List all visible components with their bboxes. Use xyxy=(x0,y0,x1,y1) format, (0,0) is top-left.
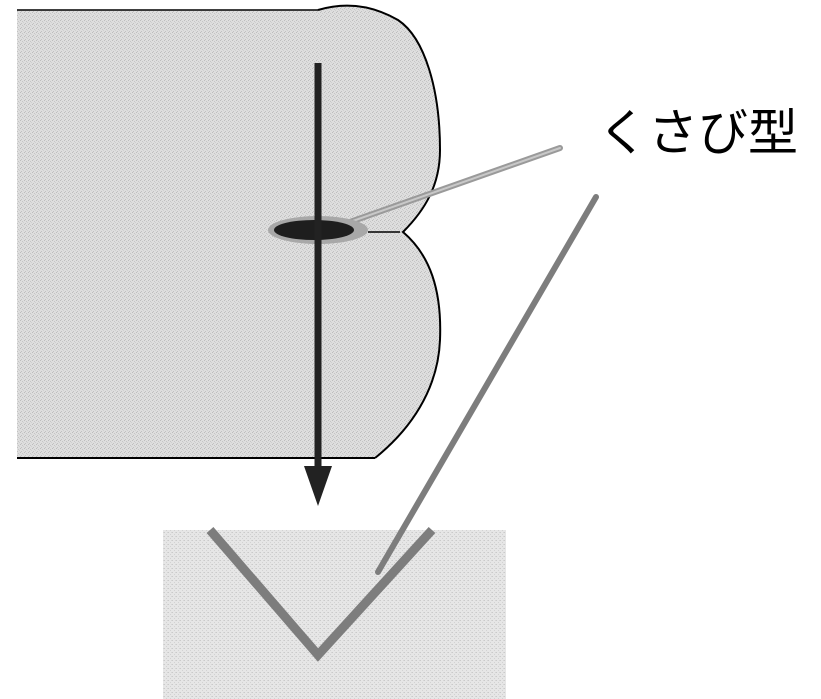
lower-block xyxy=(163,530,506,699)
wedge-v-shape xyxy=(206,526,436,662)
body-right-outline xyxy=(317,4,442,459)
down-arrow-head xyxy=(304,466,332,506)
label-pointer-line-inner xyxy=(349,147,561,223)
wedge-label: くさび型 xyxy=(598,104,798,162)
diagonal-line xyxy=(375,194,599,575)
wedge-ellipse xyxy=(274,220,354,240)
body-shape xyxy=(17,5,441,459)
